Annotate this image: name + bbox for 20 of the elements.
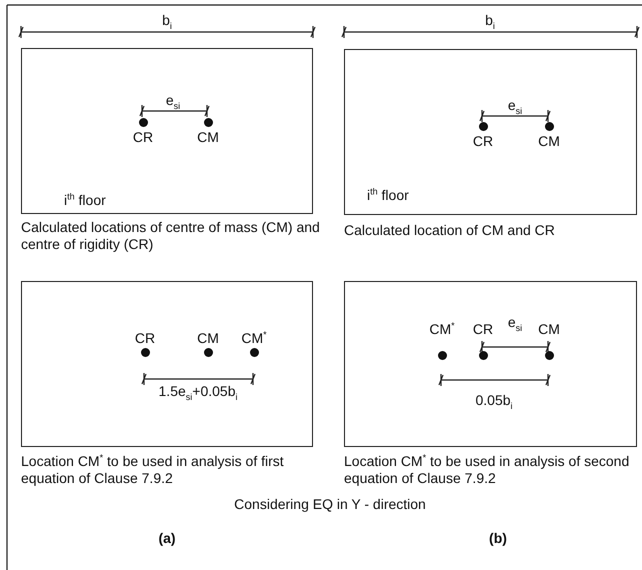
panel-caption: Calculated locations of centre of mass (CM) and centre of rigidity (CR) bbox=[21, 219, 321, 253]
panel-caption: Location CM$^{*}$ to be used in analysis of first equation of Clause 7.9.2 bbox=[21, 453, 285, 487]
panel-caption: Location CM$^{*}$ to be used in analysis of second equation of Clause 7.9.2 bbox=[344, 453, 630, 487]
floor-label: i$^{th}$ floor bbox=[367, 187, 409, 204]
panel-letter: (a) bbox=[158, 530, 176, 547]
figure-caption: Considering EQ in Y - direction bbox=[234, 496, 426, 513]
dimension-label: 1.5e$_{si}$+0.05b$_{i}$ bbox=[158, 383, 238, 400]
dimension-label: e$_{si}$ bbox=[508, 314, 522, 331]
floor-plan-outline bbox=[21, 48, 313, 214]
floor-plan-outline bbox=[344, 49, 637, 215]
floor-plan-outline bbox=[344, 281, 637, 447]
dimension-label: e$_{si}$ bbox=[508, 97, 522, 114]
floor-label: i$^{th}$ floor bbox=[64, 192, 106, 209]
dimension-label: 0.05b$_{i}$ bbox=[475, 392, 513, 409]
dimension-label: e$_{si}$ bbox=[166, 92, 180, 109]
floor-plan-outline bbox=[21, 281, 313, 447]
dimension-label: b$_{i}$ bbox=[485, 12, 495, 29]
panel-letter: (b) bbox=[489, 530, 507, 547]
dimension-label: b$_{i}$ bbox=[162, 12, 172, 29]
panel-caption: Calculated location of CM and CR bbox=[344, 222, 556, 239]
